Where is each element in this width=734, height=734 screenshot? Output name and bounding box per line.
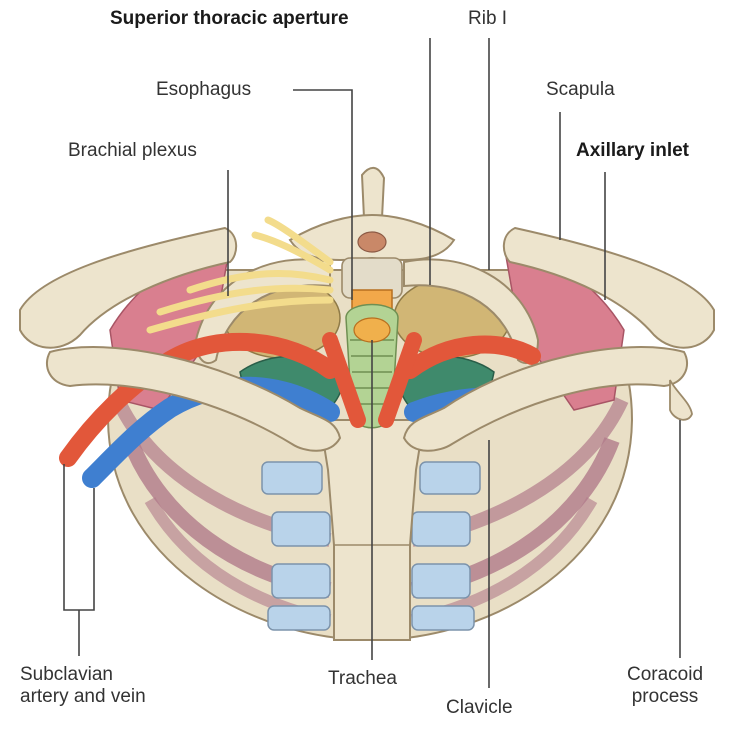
label-rib-1: Rib I [468,8,507,30]
label-subclavian-line1: Subclavian [20,664,146,686]
coracoid-process [670,380,692,420]
label-coracoid-line2: process [600,686,730,708]
label-coracoid-line1: Coracoid [600,664,730,686]
label-axillary-inlet: Axillary inlet [576,140,689,162]
label-brachial-plexus: Brachial plexus [68,140,197,162]
label-clavicle: Clavicle [446,697,513,719]
label-esophagus: Esophagus [156,79,251,101]
label-scapula: Scapula [546,79,615,101]
label-superior-thoracic-aperture: Superior thoracic aperture [110,8,349,30]
label-subclavian-line2: artery and vein [20,686,146,708]
label-coracoid-process: Coracoid process [600,664,730,708]
label-subclavian: Subclavian artery and vein [20,664,146,708]
label-trachea: Trachea [328,668,397,690]
